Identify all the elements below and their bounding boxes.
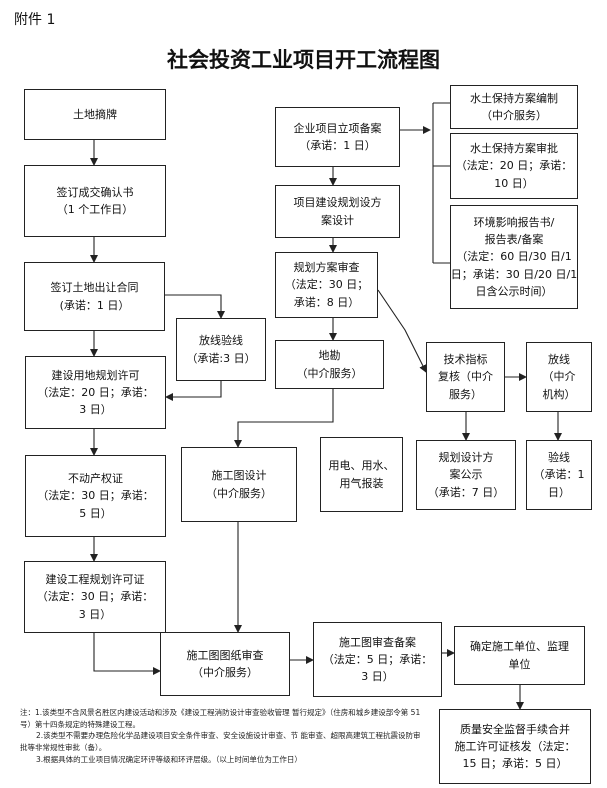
footnotes: 注：1.该类型不含风景名胜区内建设活动和涉及《建设工程消防设计审查验收管理 暂行… — [20, 707, 425, 765]
node-eng-plan-permit: 建设工程规划许可证 （法定：30 日；承诺： 3 日） — [24, 561, 166, 633]
node-plan-review: 规划方案审查 （法定：30 日； 承诺：8 日） — [275, 252, 378, 318]
arrow-survey-to-cdesign — [234, 389, 334, 448]
node-layout-check: 放线验线 （承诺:3 日） — [176, 318, 266, 381]
node-plan-design: 项目建设规划设方 案设计 — [275, 185, 400, 238]
page-title: 社会投资工业项目开工流程图 — [167, 47, 440, 72]
node-land-use-permit: 建设用地规划许可 （法定：20 日；承诺： 3 日） — [25, 356, 166, 429]
footnote-3: 3.根据具体的工业项目情况确定环评等级和环评层级。（以上时间单位为工作日） — [36, 754, 302, 764]
node-soil-approval: 水土保持方案审批 （法定：20 日；承诺： 10 日） — [450, 133, 578, 199]
node-survey: 地勘 （中介服务） — [275, 340, 384, 389]
node-utilities: 用电、用水、 用气报装 — [320, 437, 403, 512]
node-plan-publicity: 规划设计方 案公示 （承诺：7 日） — [416, 440, 516, 510]
node-soil-plan: 水土保持方案编制 （中介服务） — [450, 85, 578, 129]
node-tech-review: 技术指标 复核（中介 服务） — [426, 342, 505, 412]
node-deal-confirm: 签订成交确认书 （1 个工作日） — [24, 165, 166, 237]
footnote-2: 2.该类型不需要办理危险化学品建设项目安全条件审查、安全设施设计审查、节 能审查… — [20, 731, 421, 752]
arrow-layout-to-permit — [165, 381, 222, 401]
node-safety-permit: 质量安全监督手续合并 施工许可证核发（法定： 15 日；承诺：5 日） — [439, 709, 591, 784]
node-setout: 放线 （中介 机构） — [526, 342, 592, 412]
arrow-engpermit-to-drawingreview — [93, 633, 161, 675]
node-land-bid: 土地摘牌 — [24, 89, 166, 140]
node-construction-design: 施工图设计 （中介服务） — [181, 447, 297, 522]
node-project-filing: 企业项目立项备案 （承诺：1 日） — [275, 107, 400, 167]
node-land-contract: 签订土地出让合同 (承诺：1 日） — [24, 262, 165, 331]
footnote-1: 注：1.该类型不含风景名胜区内建设活动和涉及《建设工程消防设计审查验收管理 暂行… — [20, 708, 421, 729]
annex-label: 附件 1 — [14, 12, 56, 28]
node-drawing-review: 施工图图纸审查 （中介服务） — [160, 632, 290, 696]
node-property-cert: 不动产权证 （法定：30 日；承诺： 5 日） — [25, 455, 166, 537]
arrow-contract-to-layout — [165, 294, 225, 319]
node-line-check: 验线 （承诺：1 日） — [526, 440, 592, 510]
node-contractor: 确定施工单位、监理 单位 — [454, 626, 585, 685]
arrow-review-to-tech — [377, 289, 427, 373]
node-eia: 环境影响报告书/ 报告表/备案 （法定：60 日/30 日/1 日；承诺：30 … — [450, 205, 578, 309]
node-drawing-filing: 施工图审查备案 （法定：5 日；承诺： 3 日） — [313, 622, 442, 697]
